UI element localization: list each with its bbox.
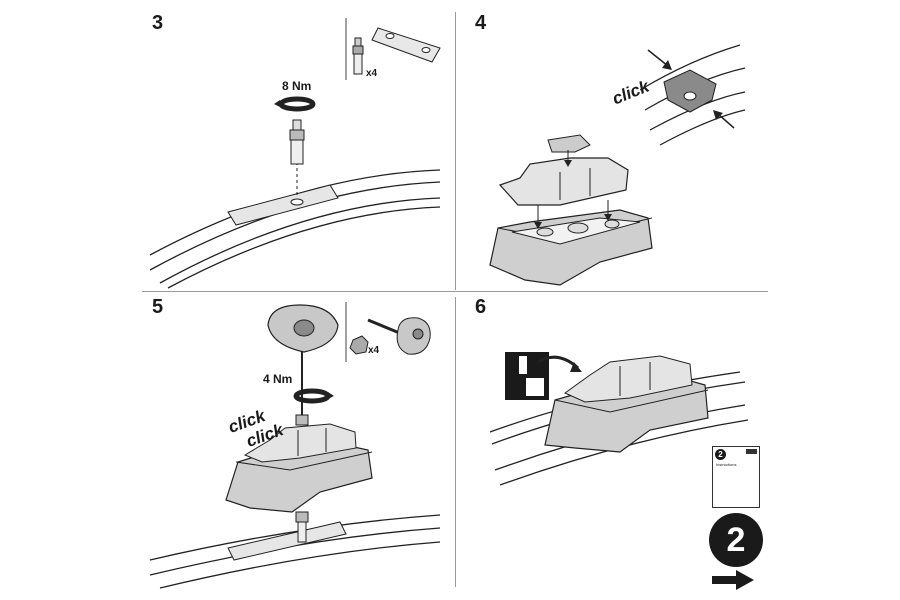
torque-label-step3: 8 Nm <box>282 79 312 93</box>
horizontal-divider <box>142 291 768 292</box>
booklet-number: 2 <box>715 449 726 460</box>
vertical-divider <box>455 12 456 290</box>
quantity-label-step3: x4 <box>366 68 378 79</box>
step-number-4: 4 <box>475 12 487 34</box>
torque-label-step5: 4 Nm <box>263 372 293 386</box>
next-step-badge: 2 <box>709 513 763 567</box>
step-number-3: 3 <box>152 12 164 34</box>
booklet-code-badge <box>746 449 757 454</box>
vertical-divider-lower <box>455 297 456 587</box>
booklet-title: Instructions <box>716 462 737 467</box>
quantity-label-step5: x4 <box>368 345 380 356</box>
next-booklet-thumbnail: 2 Instructions <box>712 446 760 508</box>
step-number-6: 6 <box>475 296 487 318</box>
step-number-5: 5 <box>152 296 164 318</box>
